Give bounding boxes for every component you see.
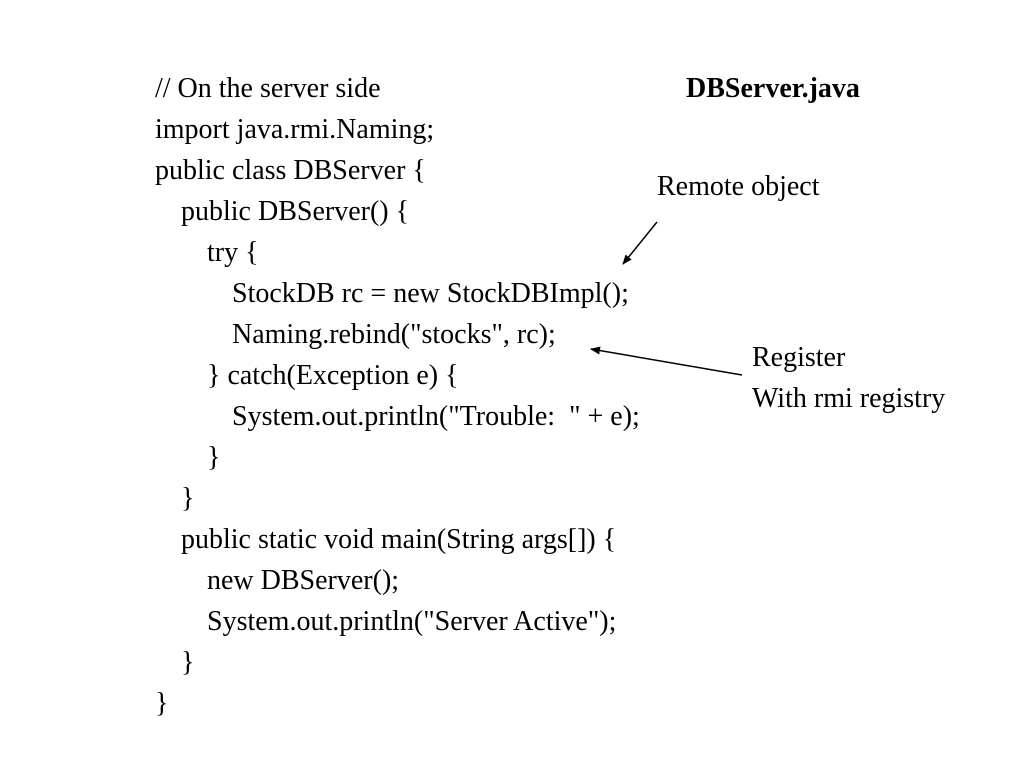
code-line-close-main: } <box>181 647 195 678</box>
annotation-remote-object: Remote object <box>657 171 820 202</box>
remote-object-arrow <box>622 221 658 265</box>
code-line-print-trouble: System.out.println("Trouble: " + e); <box>232 401 640 432</box>
code-line-new-impl: StockDB rc = new StockDBImpl(); <box>232 278 629 309</box>
code-line-close-class: } <box>155 688 169 719</box>
code-line-constructor: public DBServer() { <box>181 196 410 227</box>
code-line-print-active: System.out.println("Server Active"); <box>207 606 617 637</box>
code-line-close-constructor: } <box>181 483 195 514</box>
code-line-try: try { <box>207 237 259 268</box>
code-line-class-decl: public class DBServer { <box>155 155 426 186</box>
code-line-main-decl: public static void main(String args[]) { <box>181 524 617 555</box>
code-line-new-server: new DBServer(); <box>207 565 400 596</box>
code-line-close-catch: } <box>207 442 221 473</box>
register-arrow <box>590 346 743 376</box>
code-line-rebind: Naming.rebind("stocks", rc); <box>232 319 556 350</box>
code-line-comment: // On the server side <box>155 73 381 104</box>
annotation-register-line1: Register <box>752 342 846 373</box>
code-line-catch: } catch(Exception e) { <box>207 360 459 391</box>
filename-title: DBServer.java <box>686 73 860 104</box>
annotation-register-line2: With rmi registry <box>752 383 946 414</box>
code-line-import: import java.rmi.Naming; <box>155 114 435 145</box>
